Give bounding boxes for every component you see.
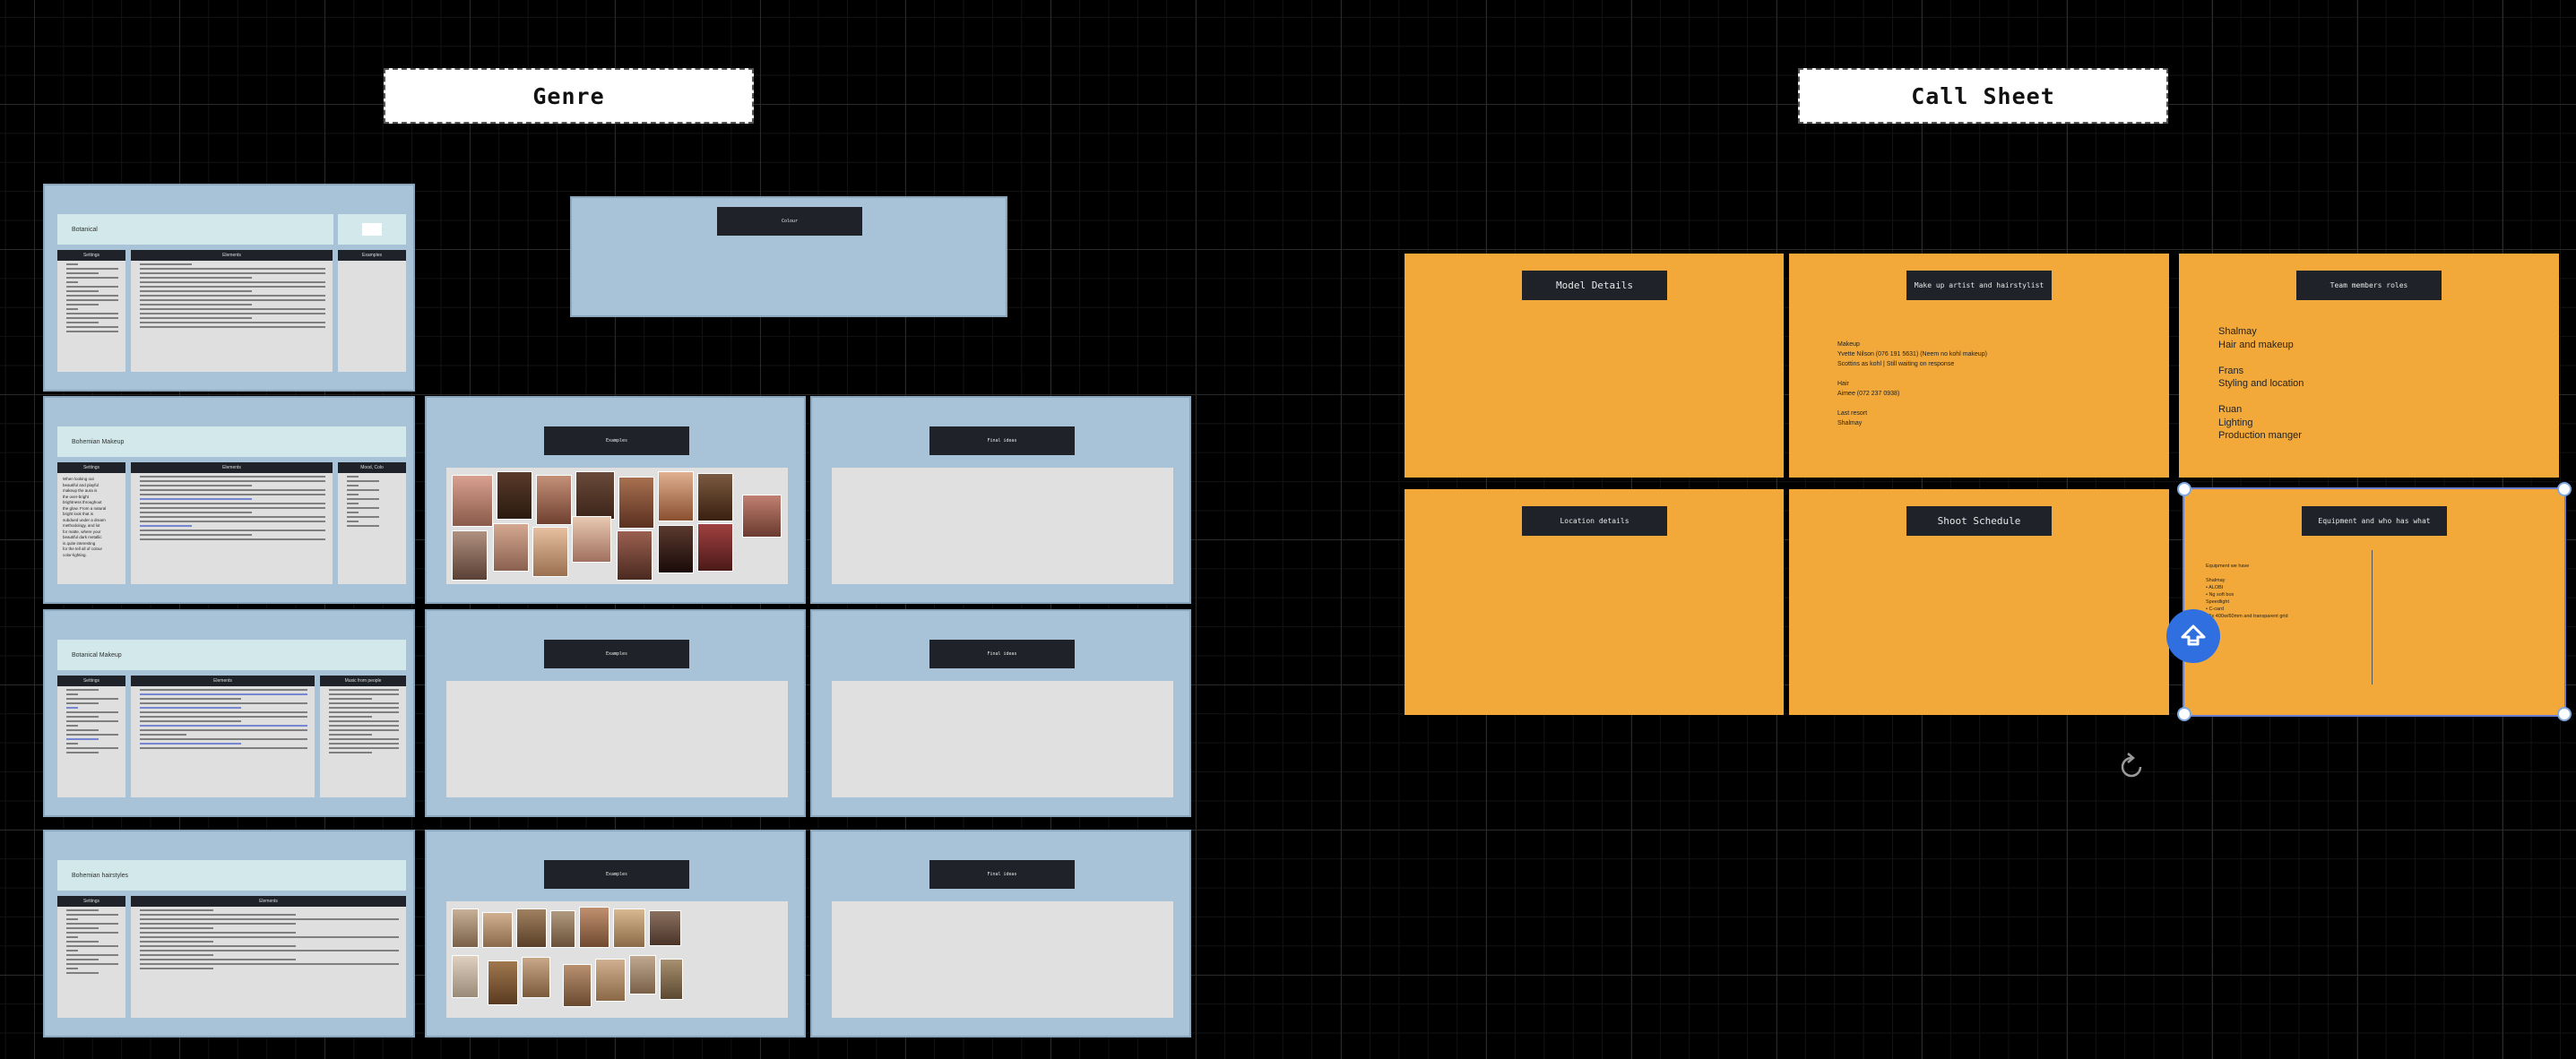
example-photo [550,910,575,948]
examples-card-2[interactable]: Examples [425,609,806,817]
column-divider [2372,550,2373,684]
example-photo [660,959,683,1000]
example-photo [649,910,681,946]
location-details-card[interactable]: Location details [1405,489,1784,715]
example-photo [613,908,645,948]
example-photo [522,957,550,998]
examples-area [446,681,788,797]
rotate-handle-icon[interactable] [2115,751,2148,783]
example-photo [572,516,611,563]
example-photo [452,955,479,998]
examples-tag: Examples [544,426,689,455]
example-photo [579,907,609,948]
settings-column: Settings [57,676,125,797]
example-photo [536,475,572,525]
example-photo [658,525,694,573]
example-photo [452,908,479,948]
makeup-hair-notes: Makeup Yvette Nilson (076 191 5631) (Nee… [1837,341,1987,426]
final-ideas-card-2[interactable]: Final ideas [810,609,1191,817]
final-ideas-area [832,468,1173,584]
example-photo [488,960,518,1005]
doc-title: Bohemian Makeup [57,426,406,457]
examples-tag: Examples [544,860,689,889]
upload-arrow-icon[interactable] [2166,609,2220,663]
doc-title: Botanical Makeup [57,640,406,670]
intro-text: When looking out beautiful and playful m… [63,477,107,557]
example-photo [497,471,532,520]
example-photo [482,912,513,948]
team-roles-card[interactable]: Team members roles Shalmay Hair and make… [2179,254,2559,478]
examples-collage [446,901,788,1018]
example-photo [617,530,653,581]
elements-column: Elements [131,462,333,584]
example-photo [452,530,488,581]
final-ideas-card-3[interactable]: Final ideas [810,830,1191,1037]
examples-collage [446,468,788,584]
model-details-card[interactable]: Model Details [1405,254,1784,478]
location-details-tag: Location details [1522,506,1667,536]
settings-column: Settings [57,896,125,1018]
elements-column: Elements [131,250,333,372]
makeup-hair-tag: Make up artist and hairstylist [1906,271,2052,300]
final-ideas-card-1[interactable]: Final ideas [810,396,1191,604]
resize-handle-top-left[interactable] [2177,482,2191,496]
mood-column: Mood, Colo [338,462,406,584]
team-roles-tag: Team members roles [2296,271,2442,300]
resize-handle-bottom-right[interactable] [2557,707,2572,721]
resize-handle-top-right[interactable] [2557,482,2572,496]
colour-tag: Colour [717,207,862,236]
elements-column: Elements [131,676,315,797]
example-photo [618,477,654,529]
example-photo [493,523,529,572]
settings-column: Settings [57,250,125,372]
example-photo [697,473,733,521]
example-photo [575,471,615,520]
colour-card[interactable]: Colour [570,196,1007,317]
example-photo [697,523,733,572]
makeup-hair-card[interactable]: Make up artist and hairstylist Makeup Yv… [1789,254,2169,478]
bohemian-hairstyles-doc-card[interactable]: Bohemian hairstyles Settings Elements [43,830,415,1037]
elements-column: Elements [131,896,406,1018]
example-photo [658,471,694,521]
call-sheet-section-title[interactable]: Call Sheet [1798,68,2168,124]
final-ideas-tag: Final ideas [929,860,1075,889]
resize-handle-bottom-left[interactable] [2177,707,2191,721]
music-column: Music from people [320,676,406,797]
final-ideas-area [832,901,1173,1018]
botanical-doc-card[interactable]: Botanical Settings Elements Examples [43,184,415,392]
equipment-card[interactable]: Equipment and who has what Equipment we … [2183,487,2566,717]
example-photo [563,964,592,1007]
example-photo [532,527,568,577]
final-ideas-tag: Final ideas [929,426,1075,455]
genre-section-title[interactable]: Genre [384,68,754,124]
doc-title: Bohemian hairstyles [57,860,406,891]
final-ideas-area [832,681,1173,797]
bohemian-makeup-doc-card[interactable]: Bohemian Makeup Settings When looking ou… [43,396,415,604]
examples-tag: Examples [544,640,689,668]
model-details-tag: Model Details [1522,271,1667,300]
shoot-schedule-card[interactable]: Shoot Schedule [1789,489,2169,715]
example-photo [516,908,547,948]
example-photo [452,475,493,527]
shoot-schedule-tag: Shoot Schedule [1906,506,2052,536]
botanical-makeup-doc-card[interactable]: Botanical Makeup Settings Elements Music… [43,609,415,817]
equipment-notes: Equipment we have Shalmay • ALOBI • Ng s… [2206,564,2288,619]
doc-thumb [338,214,406,245]
settings-column: Settings When looking out beautiful and … [57,462,125,584]
equipment-tag: Equipment and who has what [2302,506,2447,536]
examples-card-3[interactable]: Examples [425,830,806,1037]
example-photo [595,959,626,1002]
team-roles-notes: Shalmay Hair and makeup Frans Styling an… [2218,326,2304,441]
final-ideas-tag: Final ideas [929,640,1075,668]
example-photo [629,955,656,994]
doc-title: Botanical [57,214,333,245]
example-photo [742,495,782,538]
examples-card-1[interactable]: Examples [425,396,806,604]
examples-column: Examples [338,250,406,372]
